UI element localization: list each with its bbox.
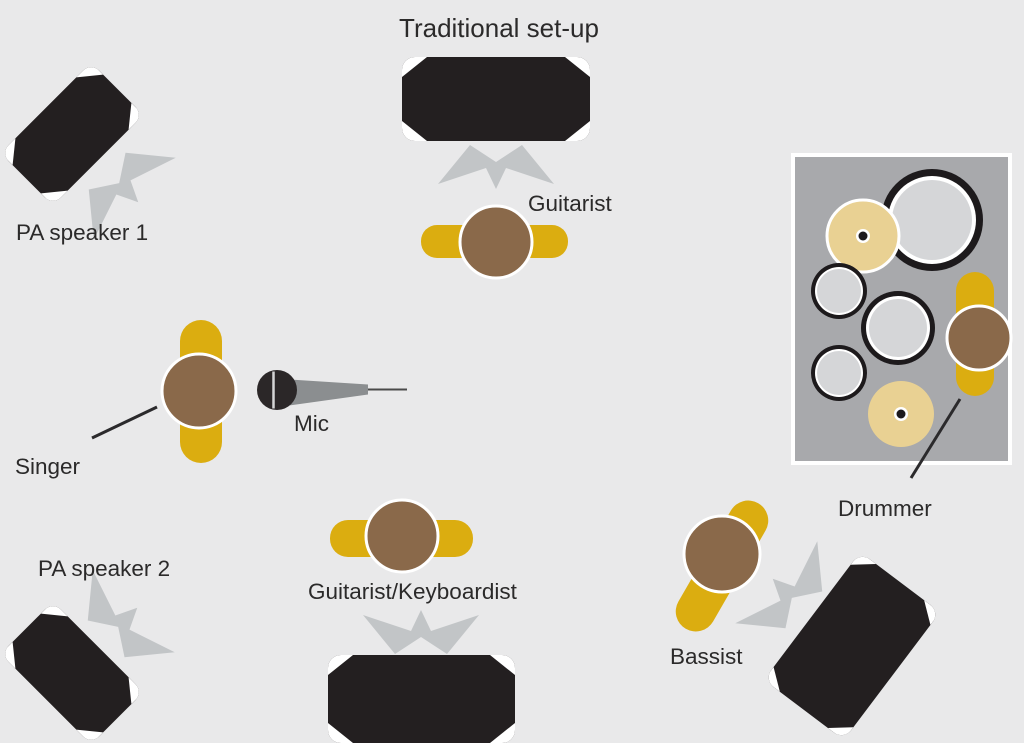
pa2-corner-notches: [0, 601, 144, 743]
snare-drum: [861, 291, 935, 365]
keyboardist-figure: [330, 498, 473, 574]
singer-head: [160, 352, 238, 430]
bass-drum: [881, 169, 983, 271]
singer-figure: [160, 320, 238, 463]
pa-speaker-2: [0, 601, 144, 743]
bass-amp: [763, 552, 941, 740]
drum-kit: [791, 153, 1013, 465]
bassist-head: [682, 514, 762, 594]
bass-amp-corner-notches: [763, 552, 941, 740]
guitar-amp: [402, 57, 590, 141]
guitarist-label: Guitarist: [528, 191, 613, 216]
bassist-figure: [675, 500, 769, 632]
pa1-corner-notches: [0, 62, 144, 206]
pa-speaker-2-label: PA speaker 2: [38, 556, 170, 581]
diagram-title: Traditional set-up: [399, 13, 599, 43]
bassist-label: Bassist: [670, 644, 743, 669]
drummer-pointer-line: [909, 398, 962, 479]
drummer-figure: [945, 272, 1013, 396]
keyboardist-head: [364, 498, 440, 574]
guitar-amp-corner-notches: [402, 57, 590, 141]
guitarist-head: [458, 204, 534, 280]
keyboardist-label: Guitarist/Keyboardist: [308, 579, 518, 604]
cymbal-top: [825, 198, 901, 274]
keys-amp-corner-notches: [328, 655, 515, 743]
drummer-head: [945, 304, 1013, 372]
microphone-icon: [257, 370, 407, 410]
guitarist-figure: [421, 204, 568, 280]
tom-drum-upper: [811, 263, 867, 319]
drummer-label: Drummer: [838, 496, 932, 521]
tom-drum-lower: [811, 345, 867, 401]
singer-label: Singer: [15, 454, 81, 479]
sound-burst-guitar-amp-icon: [438, 145, 554, 189]
cymbal-bottom: [868, 381, 934, 447]
sound-burst-keys-amp-icon: [363, 610, 479, 654]
mic-label: Mic: [294, 411, 329, 436]
keys-amp: [328, 655, 515, 743]
pa-speaker-1-label: PA speaker 1: [16, 220, 148, 245]
pa-speaker-1: [0, 62, 144, 206]
singer-pointer-line: [91, 405, 158, 440]
